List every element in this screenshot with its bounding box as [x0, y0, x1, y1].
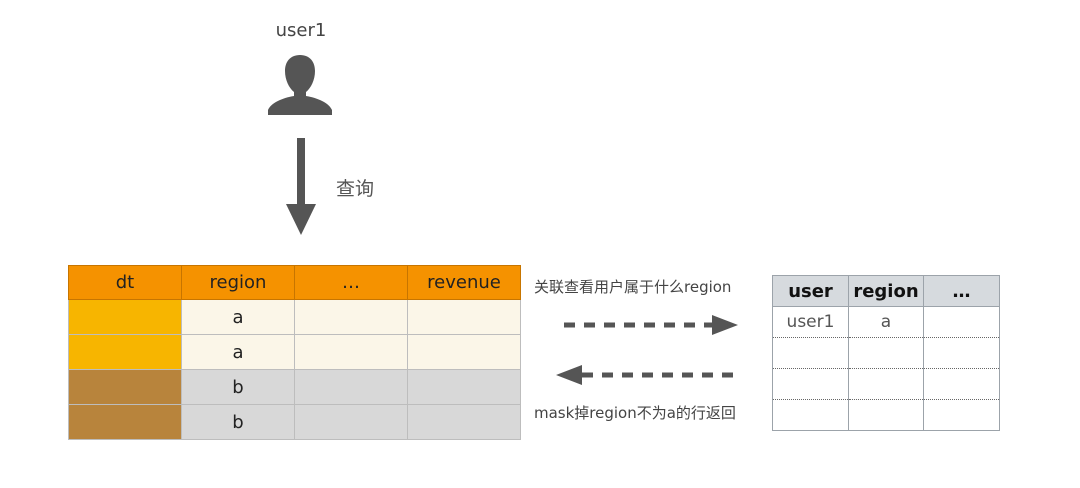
- dashed-arrow-left: [556, 365, 734, 385]
- cell-ellipsis: [923, 368, 1000, 400]
- user-label: user1: [275, 20, 327, 41]
- cell-dt: [68, 334, 182, 370]
- table-row: b: [68, 404, 521, 440]
- cell-dt: [68, 369, 182, 405]
- table-row: a: [68, 299, 521, 335]
- cell-region: [848, 399, 924, 431]
- cell-user: [772, 337, 849, 369]
- table-row: [772, 368, 1000, 400]
- person-silhouette-icon: [268, 55, 332, 115]
- table-header-row: user region …: [772, 275, 1000, 307]
- column-header-ellipsis: …: [923, 275, 1000, 307]
- column-header-revenue: revenue: [407, 265, 521, 300]
- cell-region: a: [848, 306, 924, 338]
- cell-ellipsis: [294, 404, 408, 440]
- cell-revenue: [407, 299, 521, 335]
- column-header-region: region: [181, 265, 295, 300]
- cell-revenue: [407, 369, 521, 405]
- column-header-ellipsis: …: [294, 265, 408, 300]
- cell-ellipsis: [294, 299, 408, 335]
- cell-region: [848, 368, 924, 400]
- cell-ellipsis: [294, 334, 408, 370]
- cell-ellipsis: [923, 337, 1000, 369]
- cell-ellipsis: [923, 306, 1000, 338]
- column-header-user: user: [772, 275, 849, 307]
- column-header-region: region: [848, 275, 924, 307]
- query-down-arrow: [286, 138, 316, 235]
- cell-user: [772, 368, 849, 400]
- cell-region: [848, 337, 924, 369]
- table-header-row: dt region … revenue: [68, 265, 521, 300]
- cell-dt: [68, 299, 182, 335]
- dashed-arrow-right: [564, 315, 738, 335]
- mask-label: mask掉region不为a的行返回: [534, 404, 736, 422]
- cell-revenue: [407, 404, 521, 440]
- cell-ellipsis: [294, 369, 408, 405]
- table-row: b: [68, 369, 521, 405]
- lookup-label: 关联查看用户属于什么region: [534, 278, 732, 296]
- column-header-dt: dt: [68, 265, 182, 300]
- table-row: [772, 337, 1000, 369]
- cell-region: b: [181, 369, 295, 405]
- table-row: a: [68, 334, 521, 370]
- cell-user: [772, 399, 849, 431]
- cell-region: a: [181, 299, 295, 335]
- cell-user: user1: [772, 306, 849, 338]
- query-label: 查询: [336, 178, 375, 200]
- cell-revenue: [407, 334, 521, 370]
- cell-region: a: [181, 334, 295, 370]
- table-row: [772, 399, 1000, 431]
- cell-dt: [68, 404, 182, 440]
- cell-region: b: [181, 404, 295, 440]
- cell-ellipsis: [923, 399, 1000, 431]
